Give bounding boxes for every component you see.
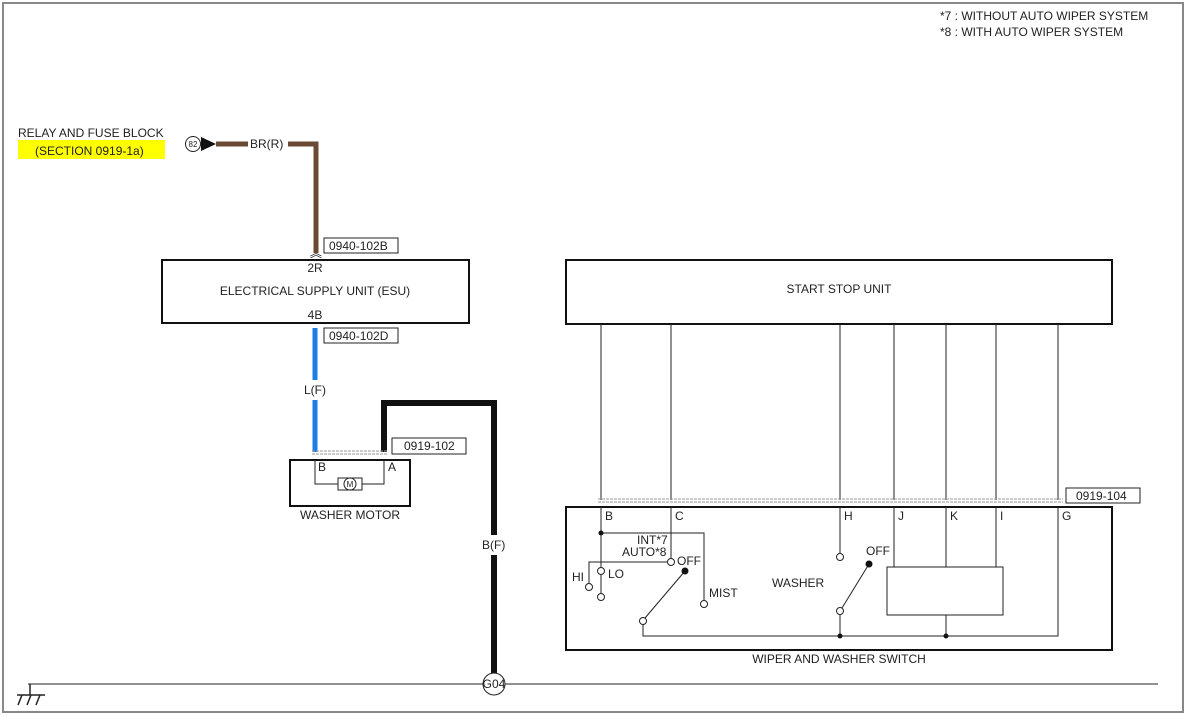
- switch-internal-circuit: [585, 507, 1059, 639]
- washer-motor-name: WASHER MOTOR: [300, 508, 400, 522]
- note-8: *8 : WITH AUTO WIPER SYSTEM: [940, 25, 1123, 39]
- esu-name: ELECTRICAL SUPPLY UNIT (ESU): [220, 284, 410, 298]
- switch-pin-g: G: [1062, 509, 1071, 523]
- start-stop-unit-box: [565, 259, 1113, 325]
- motor-pin-b: B: [318, 460, 326, 474]
- esu-pin-out: 4B: [308, 308, 323, 322]
- motor-pin-a: A: [388, 460, 396, 474]
- motor-icon: [343, 477, 357, 491]
- wiper-washer-switch-box: [565, 506, 1113, 651]
- switch-pin-k: K: [950, 509, 958, 523]
- switch-pin-j: J: [898, 509, 904, 523]
- off-label: OFF: [677, 554, 701, 568]
- connector-label-box: [323, 327, 399, 344]
- black-wire: [381, 400, 497, 673]
- ground-point-circle: [482, 672, 506, 696]
- motor-symbol: M: [347, 480, 354, 489]
- connector-label-box: [1065, 487, 1141, 504]
- hi-label: HI: [572, 570, 584, 584]
- switch-pin-h: H: [844, 509, 853, 523]
- section-link[interactable]: (SECTION 0919-1a): [35, 144, 144, 158]
- brown-wire-label: BR(R): [250, 137, 283, 151]
- esu-pin-in: 2R: [307, 261, 323, 275]
- terminal-circle: [185, 136, 201, 152]
- auto-label: AUTO*8: [622, 545, 667, 559]
- washer-off-label: OFF: [866, 544, 890, 558]
- connector-switch: 0919-104: [1076, 489, 1127, 503]
- connector-esu-in: 0940-102B: [329, 239, 388, 253]
- switch-pin-i: I: [1000, 509, 1003, 523]
- washer-label: WASHER: [772, 576, 825, 590]
- switch-pin-c: C: [675, 509, 684, 523]
- blue-wire-label: L(F): [304, 383, 326, 397]
- int-label: INT*7: [637, 533, 668, 547]
- connector-esu-out: 0940-102D: [329, 329, 389, 343]
- switch-pin-b: B: [605, 509, 613, 523]
- section-highlight: [18, 140, 165, 159]
- wiper-washer-switch-name: WIPER AND WASHER SWITCH: [752, 652, 926, 666]
- ground-icon: [17, 684, 45, 706]
- esu-box: [161, 259, 470, 324]
- black-wire-label: B(F): [482, 538, 505, 552]
- start-stop-unit-name: START STOP UNIT: [787, 282, 893, 296]
- terminal-number: 82: [189, 140, 198, 149]
- brown-wire: [216, 141, 319, 253]
- relay-fuse-block-label: RELAY AND FUSE BLOCK: [18, 126, 164, 140]
- lo-label: LO: [608, 567, 624, 581]
- ground-point-label: G04: [483, 677, 506, 691]
- motor-circuit: [314, 460, 385, 485]
- mist-label: MIST: [709, 586, 738, 600]
- connector-label-box: [391, 437, 467, 455]
- connector-chevron-icon: ︽: [310, 246, 322, 260]
- signal-wires: [600, 324, 1059, 500]
- connector-motor: 0919-102: [404, 439, 455, 453]
- connector-label-box: [323, 237, 399, 254]
- arrow-icon: [201, 137, 216, 151]
- note-7: *7 : WITHOUT AUTO WIPER SYSTEM: [940, 9, 1148, 23]
